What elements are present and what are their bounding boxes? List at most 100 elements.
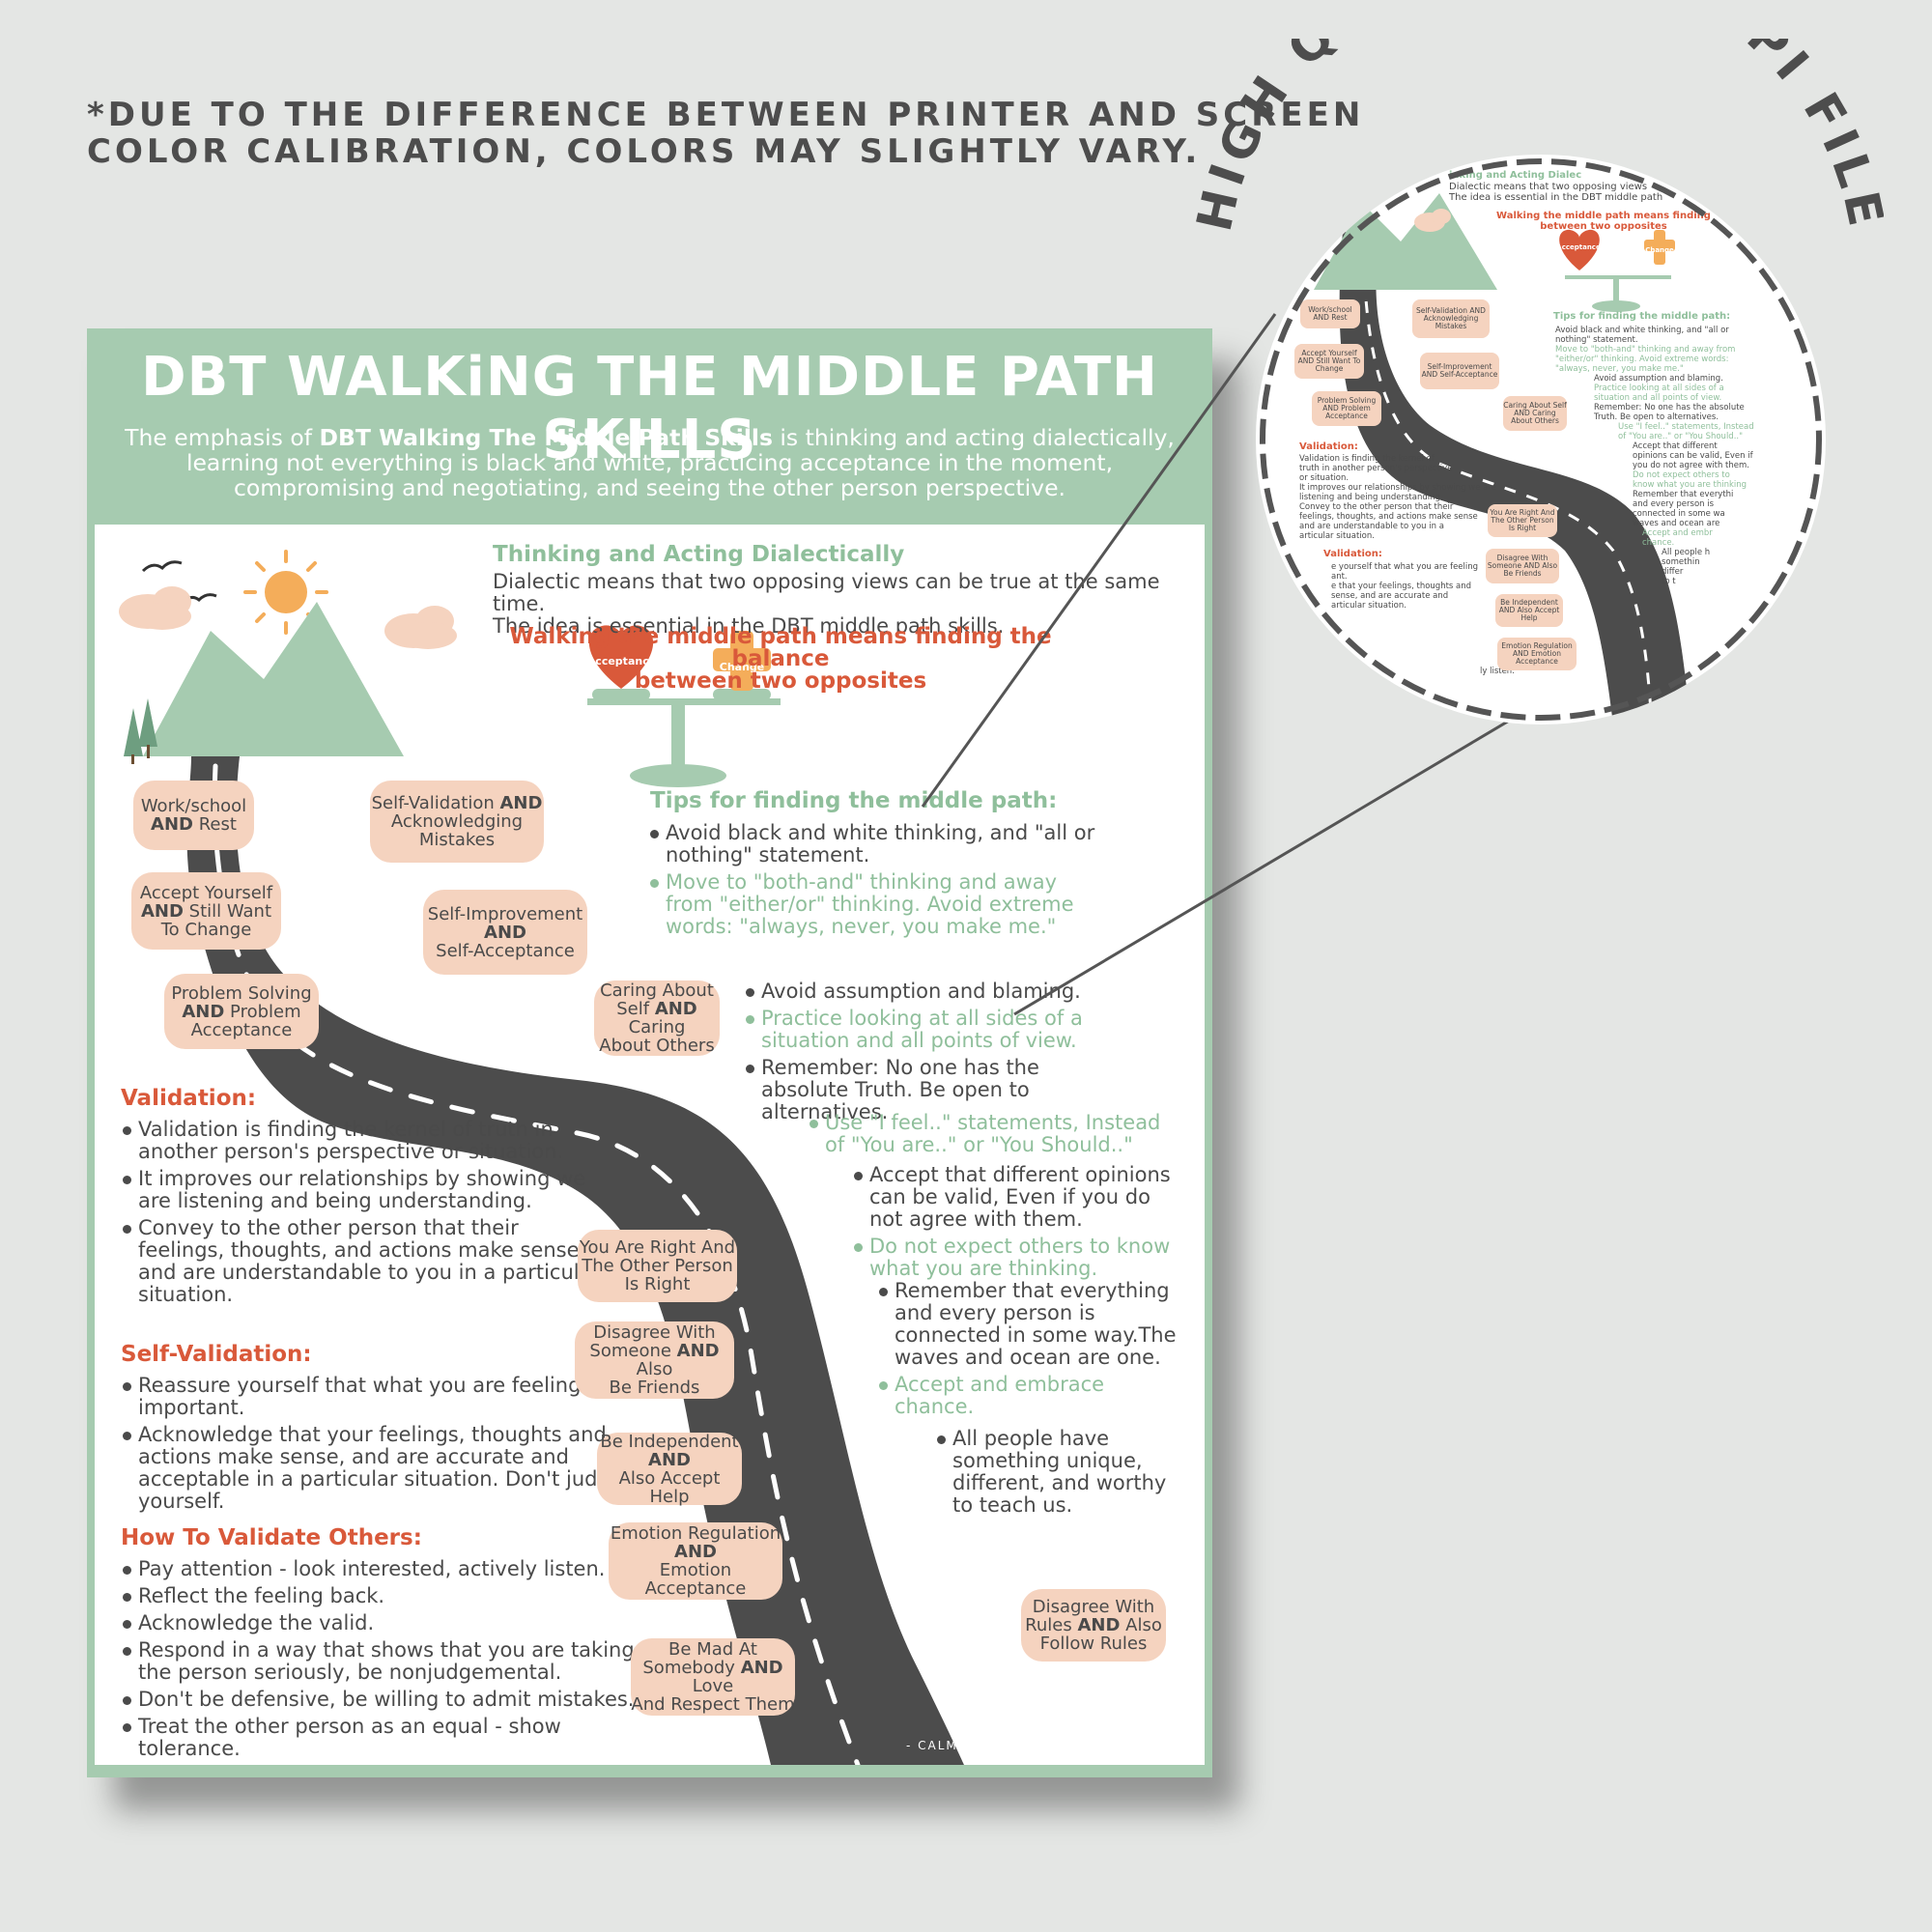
bubble-line: Acceptance — [190, 1019, 293, 1040]
zoom-bottom-fragment: ly listen. — [1480, 667, 1515, 676]
tips-list-c: Use "I feel.." statements, Instead of "Y… — [808, 1112, 1175, 1161]
bubble-line: Be Friends — [609, 1378, 700, 1398]
bubble-line: Somebody AND Love — [631, 1659, 795, 1695]
self-validation-heading: Self-Validation: — [121, 1342, 312, 1367]
zoom-bubble: Self-Improvement AND Self-Acceptance — [1420, 353, 1499, 389]
zoom-bubble: Self-Validation AND Acknowledging Mistak… — [1412, 299, 1490, 338]
zoom-line: All people h — [1662, 548, 1711, 557]
bubble-line: AND Problem — [182, 1003, 300, 1021]
road — [186, 756, 965, 1765]
zoom-line: Avoid black and white thinking, and "all… — [1555, 326, 1729, 335]
dialectic-heading: Thinking and Acting Dialectically — [493, 542, 905, 567]
tip-item: Use "I feel.." statements, Instead of "Y… — [808, 1112, 1175, 1156]
speech-bubble: Accept Yourself AND Still Want To Change — [131, 872, 281, 950]
speech-bubble: Emotion Regulation AND Emotion Acceptanc… — [609, 1522, 782, 1600]
zoom-line: Convey to the other person that their — [1299, 502, 1454, 512]
zoom-line: sense, and are accurate and — [1331, 591, 1449, 601]
bubble-and: AND — [654, 999, 697, 1019]
bubble-text: Love — [692, 1676, 734, 1696]
zoom-line: waves and ocean are — [1633, 519, 1720, 528]
zoom-circle: inking and Acting Dialec Dialectic means… — [1256, 155, 1826, 724]
bubble-and: AND — [674, 1542, 717, 1562]
bubble-text: Self — [616, 999, 650, 1019]
poster: DBT WALKiNG THE MIDDLE PATH SKILLS The e… — [87, 328, 1212, 1777]
validate-others-item: Reflect the feeling back. — [121, 1585, 662, 1607]
acceptance-label: Acceptance — [586, 655, 657, 668]
zoom-line: situation and all points of view. — [1594, 393, 1722, 403]
bubble-text: Caring — [628, 1017, 686, 1037]
zoom-ring — [1260, 158, 1822, 721]
bubble-text: Problem — [230, 1001, 301, 1022]
bubble-and: AND — [484, 922, 526, 943]
zoom-line: nothing" statement. — [1555, 335, 1638, 345]
zoom-line: to t — [1662, 577, 1676, 586]
validate-others-item: Respond in a way that shows that you are… — [121, 1639, 662, 1684]
bubble-line: Self AND Caring — [594, 1000, 720, 1037]
zoom-tips-heading: Tips for finding the middle path: — [1553, 311, 1731, 322]
zoom-acceptance-label: Acceptance — [1556, 243, 1601, 251]
bubble-line: Emotion Regulation — [610, 1523, 781, 1544]
speech-bubble: Caring About Self AND Caring About Other… — [594, 980, 720, 1056]
zoom-line: "either/or" thinking. Avoid extreme word… — [1555, 355, 1729, 364]
zoom-line: Accept that different — [1633, 441, 1718, 451]
tip-item: Avoid black and white thinking, and "all… — [648, 822, 1102, 867]
zoom-line: ant. — [1331, 572, 1348, 582]
dialectic-line-2: The idea is essential in the DBT middle … — [493, 614, 1005, 638]
zoom-line: e yourself that what you are feeling — [1331, 562, 1479, 572]
bubble-line: Disagree With — [1032, 1597, 1155, 1617]
zoom-magnifier: inking and Acting Dialec Dialectic means… — [1256, 155, 1826, 724]
zoom-cloud-icon — [1414, 209, 1451, 232]
validate-others-item: Treat the other person as an equal - sho… — [121, 1716, 662, 1760]
validate-others-item: Don't be defensive, be willing to admit … — [121, 1689, 662, 1711]
intro-pre: The emphasis of — [125, 424, 320, 451]
zoom-line: listening and being understanding. — [1299, 493, 1443, 502]
validate-others-list: Pay attention - look interested, activel… — [121, 1558, 662, 1765]
tips-list-f: All people have something unique, differ… — [935, 1428, 1186, 1521]
zoom-balance: Walking the middle path means finding be… — [1478, 211, 1729, 232]
bubble-line: You Are Right And — [579, 1237, 736, 1258]
zoom-line: articular situation. — [1331, 601, 1406, 611]
zoom-line: Dialectic means that two opposing views — [1449, 182, 1648, 192]
zoom-line: differ — [1662, 567, 1684, 577]
bubble-line: Emotion Acceptance — [644, 1560, 747, 1599]
zoom-self-validation: e yourself that what you are feeling ant… — [1331, 562, 1524, 611]
zoom-line: Validation is finding the kernel of — [1299, 454, 1435, 464]
zoom-line: and every person is — [1633, 499, 1715, 509]
validate-others-item: Pay attention - look interested, activel… — [121, 1558, 662, 1580]
cloud-icon — [119, 586, 191, 630]
tip-item: All people have something unique, differ… — [935, 1428, 1186, 1517]
speech-bubble: Self-Validation AND Acknowledging Mistak… — [370, 781, 544, 863]
zoom-bubble: Work/school AND Rest — [1300, 299, 1360, 328]
balance-statement: Walking the middle path means finding th… — [462, 626, 1099, 693]
zoom-line: Practice looking at all sides of a — [1594, 384, 1724, 393]
disclaimer-line-2: COLOR CALIBRATION, COLORS MAY SLIGHTLY V… — [87, 132, 1202, 171]
zoom-bubble: You Are Right And The Other Person Is Ri… — [1488, 504, 1557, 537]
self-validation-item: Reassure yourself that what you are feel… — [121, 1375, 623, 1419]
bubble-line: Someone AND Also — [575, 1342, 734, 1378]
zoom-heart-icon — [1559, 229, 1600, 270]
tip-item: Avoid assumption and blaming. — [744, 980, 1111, 1003]
zoom-validation: Validation is finding the kernel of trut… — [1299, 454, 1531, 541]
zoom-bubble: Be Independent AND Also Accept Help — [1495, 594, 1563, 627]
zoom-road — [1339, 232, 1690, 724]
bubble-and: AND — [648, 1449, 691, 1470]
zoom-line: feelings, thoughts, and actions make sen… — [1299, 512, 1478, 522]
bubble-line: AND — [484, 923, 526, 942]
bubble-line: Is Right — [624, 1274, 691, 1294]
zoom-self-validation-heading: Validation: — [1323, 549, 1382, 559]
road-illustration — [119, 550, 965, 1765]
validation-list: Validation is finding the kernel of trut… — [121, 1119, 604, 1311]
bubble-line: The Other Person — [582, 1256, 733, 1276]
bubble-line: Caring About — [600, 980, 714, 1001]
balance-line-2: between two opposites — [634, 668, 927, 694]
bubble-text: Self-Validation — [371, 793, 495, 813]
zoom-bubble: Disagree With Someone AND Also Be Friend… — [1486, 549, 1559, 583]
bubble-line: Be Independent — [600, 1431, 739, 1452]
bubble-and: AND — [676, 1341, 720, 1361]
zoom-line: opinions can be valid, Even if — [1633, 451, 1753, 461]
bubble-line: Also Accept Help — [618, 1467, 721, 1507]
zoom-line: connected in some wa — [1633, 509, 1725, 519]
validation-heading: Validation: — [121, 1086, 257, 1111]
tips-list-d: Accept that different opinions can be va… — [852, 1164, 1180, 1285]
zoom-line: chance. — [1642, 538, 1675, 548]
